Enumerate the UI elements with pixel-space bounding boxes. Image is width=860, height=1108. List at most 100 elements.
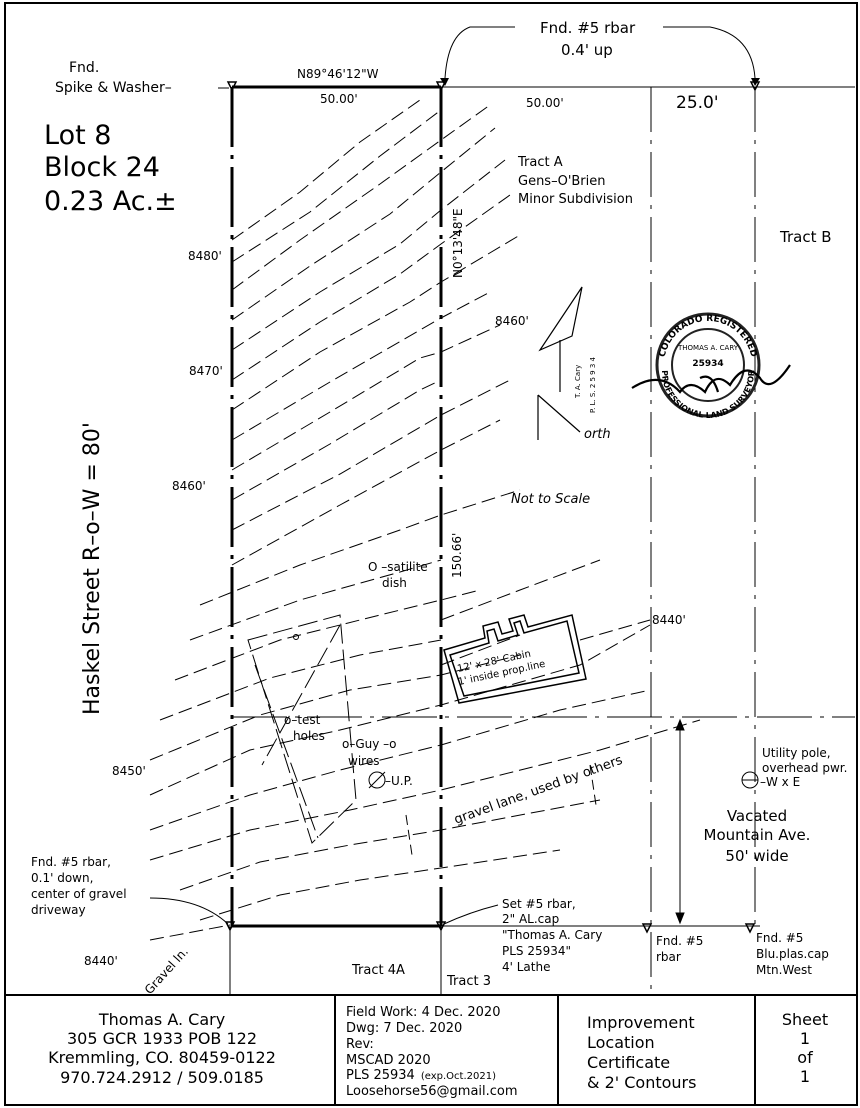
- north-signature: T. A. Cary: [574, 365, 582, 399]
- not-to-scale-label: Not to Scale: [511, 492, 590, 507]
- distance-east: 150.66': [450, 533, 464, 578]
- set-rebar-label: "Thomas A. Cary: [502, 928, 602, 942]
- distance-north-right: 50.00': [526, 96, 564, 110]
- tract-b-label: Tract B: [779, 228, 832, 246]
- north-arrow-icon: [538, 286, 583, 352]
- contour-line: [231, 324, 501, 471]
- utility-symbols: [293, 634, 759, 789]
- tract-a-label: Minor Subdivision: [518, 192, 633, 207]
- tract-3-label: Tract 3: [446, 974, 491, 989]
- contour-label: 8450': [112, 764, 146, 778]
- contour-line: [231, 159, 506, 351]
- surveyor-phone: 970.724.2912 / 509.0185: [60, 1068, 264, 1087]
- corner-markers: [224, 81, 761, 934]
- distance-north: 50.00': [320, 92, 358, 106]
- contour-line: [149, 654, 521, 761]
- corner-monument: [435, 81, 447, 92]
- fnd-mid-label: rbar: [656, 950, 681, 964]
- test-hole-icon: [293, 634, 299, 640]
- utility-pole-note: –W x E: [760, 775, 800, 789]
- contour-line: [231, 234, 521, 411]
- utility-pole-note: Utility pole,: [762, 746, 831, 760]
- contour-label: 8460': [172, 479, 206, 493]
- contour-label: 8470': [189, 364, 223, 378]
- sheet-of: of: [797, 1048, 813, 1067]
- fnd-rebar-top-label: 0.4' up: [561, 41, 613, 59]
- plat-labels: Fnd. #5 rbar 0.4' up Fnd. Spike & Washer…: [31, 19, 847, 997]
- test-holes-label: holes: [293, 729, 325, 743]
- contour-line: [231, 109, 442, 263]
- surveyor-address: 305 GCR 1933 POB 122: [67, 1029, 257, 1048]
- set-rebar-label: Set #5 rbar,: [502, 897, 576, 911]
- test-holes-label: o–test: [284, 713, 321, 727]
- contour-line: [231, 127, 496, 321]
- corner-monument: [641, 923, 653, 934]
- leader-lines: [149, 26, 756, 925]
- vacated-label: Vacated: [727, 807, 787, 825]
- fnd-spike-label: Spike & Washer–: [55, 80, 172, 96]
- guy-wires-label: o–Guy –o: [342, 737, 397, 751]
- bearing-east: N0°13'48"E: [451, 208, 465, 278]
- contour-line: [174, 589, 481, 681]
- fnd-left-label: 0.1' down,: [31, 871, 93, 885]
- set-rebar-label: 2" AL.cap: [502, 912, 559, 926]
- street-label: Haskel Street R–o–W = 80': [80, 422, 105, 715]
- corner-monument: [224, 921, 236, 932]
- gravel-lane-label: gravel lane, used by others: [452, 753, 625, 828]
- contour-line: [231, 379, 442, 501]
- set-rebar-label: PLS 25934": [502, 944, 571, 958]
- north-label: orth: [584, 427, 611, 442]
- tract-a-label: Tract A: [517, 155, 563, 170]
- utility-pole-label: –U.P.: [385, 774, 413, 788]
- north-arrow: [537, 286, 583, 440]
- sheet-number: 1: [800, 1029, 810, 1048]
- bearing-north: N89°46'12"W: [297, 67, 379, 81]
- acreage-label: 0.23 Ac.±: [44, 186, 177, 217]
- fnd-left-label: driveway: [31, 903, 86, 917]
- seal-signature: T. A. Cary: [725, 398, 755, 405]
- email: Loosehorse56@gmail.com: [346, 1084, 518, 1099]
- contour-label: 8460': [495, 314, 529, 328]
- field-work-date: Field Work: 4 Dec. 2020: [346, 1005, 500, 1020]
- dish-label: O –satilite: [368, 560, 428, 574]
- tract-a-label: Gens–O'Brien: [518, 174, 606, 189]
- fnd-right-label: Fnd. #5: [756, 931, 803, 945]
- contour-line: [440, 559, 601, 621]
- drawing-date: Dwg: 7 Dec. 2020: [346, 1021, 462, 1036]
- contour-line: [440, 634, 521, 666]
- north-signature: P. L. S. 2 5 9 3 4: [589, 356, 597, 413]
- corner-monument: [744, 923, 756, 934]
- vacated-label: Mountain Ave.: [704, 826, 811, 844]
- title-line: & 2' Contours: [587, 1073, 696, 1092]
- surveyor-city: Kremmling, CO. 80459-0122: [48, 1048, 276, 1067]
- contour-line: [579, 619, 651, 641]
- contour-line: [231, 99, 421, 241]
- corner-monument: [226, 81, 238, 92]
- contour-line: [149, 924, 231, 941]
- fnd-right-label: Mtn.West: [756, 963, 812, 977]
- title-line: Certificate: [587, 1053, 670, 1072]
- title-block: Thomas A. Cary 305 GCR 1933 POB 122 Krem…: [4, 994, 858, 1106]
- contour-line: [149, 624, 651, 796]
- contour-label: 8440': [652, 613, 686, 627]
- surveyor-name: Thomas A. Cary: [98, 1010, 225, 1029]
- set-rebar-label: 4' Lathe: [502, 960, 550, 974]
- pls-number: PLS 25934: [346, 1068, 415, 1083]
- contour-line: [199, 489, 521, 606]
- contour-line: [231, 419, 501, 566]
- contour-line: [199, 849, 561, 921]
- lot-label: Lot 8: [44, 120, 111, 151]
- gravel-ln-label: Gravel ln.: [142, 945, 191, 997]
- utility-pole-note: overhead pwr.: [762, 761, 847, 775]
- fnd-left-label: center of gravel: [31, 887, 127, 901]
- contour-line: [231, 104, 491, 291]
- fnd-mid-label: Fnd. #5: [656, 934, 703, 948]
- signature-stroke: [631, 364, 791, 394]
- contour-line: [159, 639, 442, 721]
- contour-line: [231, 379, 511, 531]
- block-label: Block 24: [44, 152, 160, 183]
- contour-line: [189, 559, 442, 641]
- surveyor-seal: COLORADO REGISTERED PROFESSIONAL LAND SU…: [631, 312, 791, 420]
- software: MSCAD 2020: [346, 1053, 431, 1068]
